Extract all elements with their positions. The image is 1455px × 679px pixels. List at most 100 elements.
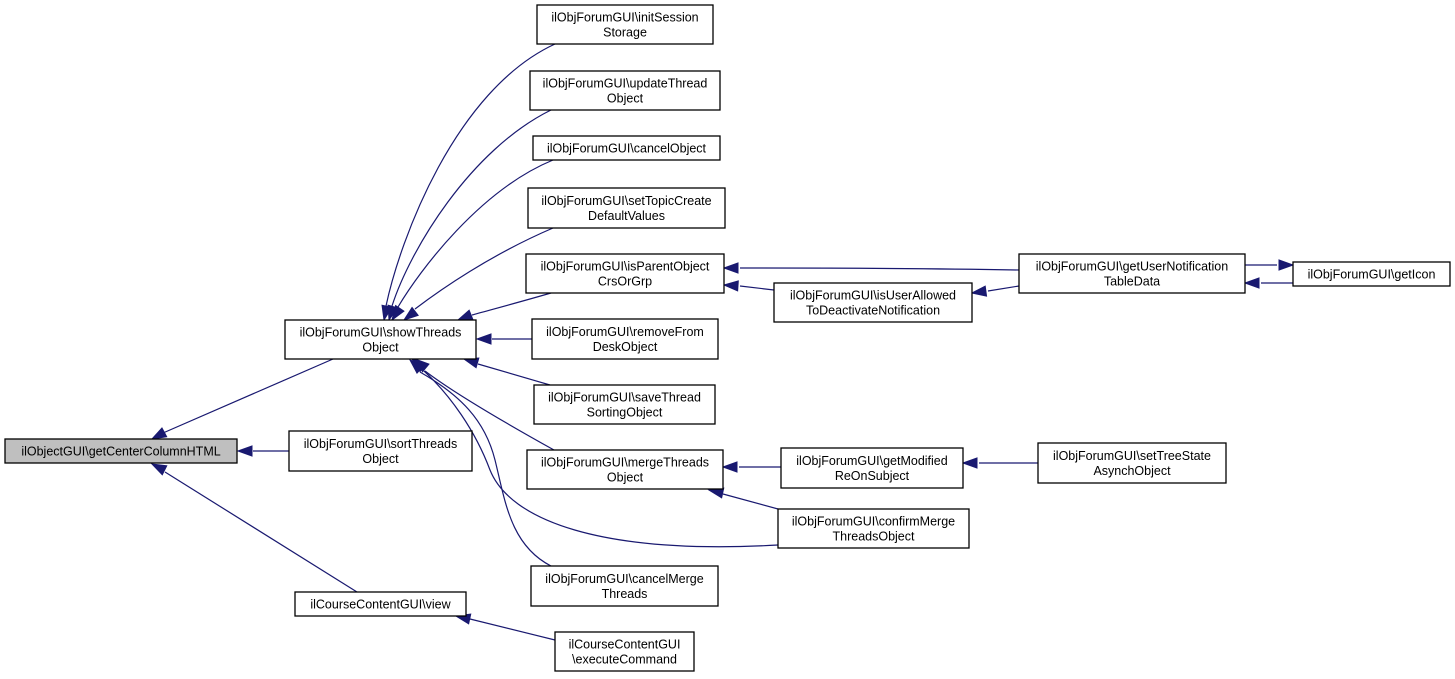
node-box	[294, 591, 467, 617]
edge-sortThreads-to-root	[236, 445, 289, 457]
edge-setTopic-to-showThreads	[402, 227, 554, 321]
edge-executeCommand-to-view	[454, 613, 556, 641]
node-label: Object	[362, 341, 399, 355]
edge-line	[722, 493, 779, 510]
node-box	[284, 319, 477, 360]
node-label: ilObjForumGUI\sortThreads	[304, 437, 458, 451]
edge-getUserNotif-to-isParent	[722, 262, 1020, 274]
edge-line	[397, 159, 554, 308]
edge-setTreeState-to-getModified	[961, 457, 1038, 469]
arrowhead-icon	[970, 285, 988, 297]
node-box	[531, 318, 719, 360]
edge-line	[471, 292, 552, 316]
edge-line	[385, 43, 556, 307]
node-label: ilObjForumGUI\getIcon	[1308, 268, 1436, 282]
arrowhead-icon	[1243, 277, 1260, 289]
node-box	[536, 4, 714, 45]
edge-getUserNotif-to-isUserAllowed	[970, 285, 1020, 297]
node-label: ilObjForumGUI\updateThread	[543, 77, 708, 91]
arrowhead-icon	[408, 359, 425, 374]
node-label: Threads	[602, 587, 648, 601]
node-box	[1292, 261, 1451, 287]
edge-line	[419, 371, 552, 567]
nodes-layer: ilObjectGUI\getCenterColumnHTML ilObjForu…	[4, 4, 1451, 672]
node-label: ThreadsObject	[833, 530, 916, 544]
node-getUserNotif[interactable]: ilObjForumGUI\getUserNotificationTableDa…	[1018, 253, 1246, 294]
node-box	[554, 631, 695, 672]
edge-line	[424, 370, 555, 451]
arrowhead-icon	[722, 262, 739, 274]
arrowhead-icon	[475, 333, 492, 345]
arrowhead-icon	[391, 304, 405, 322]
node-label: ilObjForumGUI\saveThread	[548, 391, 701, 405]
node-box	[288, 430, 473, 472]
edge-cancelObject-to-showThreads	[391, 159, 554, 322]
node-label: ilObjForumGUI\isParentObject	[541, 260, 710, 274]
node-label: ReOnSubject	[835, 469, 910, 483]
node-label: ilObjForumGUI\mergeThreads	[541, 456, 709, 470]
node-label: ilCourseContentGUI	[569, 638, 681, 652]
node-setTopic[interactable]: ilObjForumGUI\setTopicCreateDefaultValue…	[527, 187, 726, 229]
node-label: ilObjForumGUI\removeFrom	[546, 325, 704, 339]
node-label: ilObjForumGUI\initSession	[551, 11, 698, 25]
node-label: DefaultValues	[588, 209, 665, 223]
node-label: ilObjForumGUI\isUserAllowed	[790, 289, 956, 303]
node-label: ilObjectGUI\getCenterColumnHTML	[21, 445, 220, 459]
node-executeCommand[interactable]: ilCourseContentGUI\executeCommand	[554, 631, 695, 672]
edge-isUserAllowed-to-isParent	[722, 280, 775, 292]
node-box	[526, 449, 724, 490]
node-box	[525, 253, 725, 294]
node-label: AsynchObject	[1093, 464, 1171, 478]
edge-view-to-root	[150, 463, 358, 593]
edge-line	[477, 363, 551, 386]
edge-getIcon-to-getUserNotif	[1243, 277, 1293, 289]
arrowhead-icon	[1278, 259, 1295, 271]
arrowhead-icon	[722, 280, 739, 292]
node-label: Storage	[603, 26, 647, 40]
node-label: ilObjForumGUI\getModified	[796, 454, 947, 468]
arrowhead-icon	[150, 463, 168, 476]
edge-line	[469, 618, 556, 641]
node-label: \executeCommand	[572, 653, 677, 667]
edge-isParent-to-showThreads	[456, 292, 552, 321]
node-label: ilObjForumGUI\getUserNotification	[1036, 260, 1228, 274]
node-label: Object	[607, 92, 644, 106]
edges-layer	[150, 43, 1295, 641]
node-box	[773, 282, 973, 323]
node-view[interactable]: ilCourseContentGUI\view	[294, 591, 467, 617]
edge-getModified-to-mergeThreads	[721, 461, 781, 473]
node-label: ilObjForumGUI\cancelObject	[547, 142, 707, 156]
edge-line	[164, 471, 358, 593]
node-getIcon[interactable]: ilObjForumGUI\getIcon	[1292, 261, 1451, 287]
node-label: ilObjForumGUI\showThreads	[300, 326, 462, 340]
node-cancelObject[interactable]: ilObjForumGUI\cancelObject	[532, 135, 721, 161]
node-label: SortingObject	[587, 406, 663, 420]
edge-line	[414, 227, 554, 310]
node-root[interactable]: ilObjectGUI\getCenterColumnHTML	[4, 438, 238, 464]
node-box	[530, 565, 719, 607]
edge-line	[987, 285, 1020, 292]
node-label: ilObjForumGUI\confirmMerge	[792, 515, 955, 529]
arrowhead-icon	[150, 427, 168, 440]
node-isUserAllowed[interactable]: ilObjForumGUI\isUserAllowedToDeactivateN…	[773, 282, 973, 323]
node-box	[529, 70, 721, 111]
node-label: TableData	[1104, 275, 1160, 289]
node-box	[777, 508, 970, 549]
node-box	[1037, 442, 1227, 484]
edge-confirmMerge-to-mergeThreads	[707, 487, 779, 510]
arrowhead-icon	[236, 445, 253, 457]
edge-cancelMerge-to-showThreads	[408, 359, 552, 567]
node-label: Object	[607, 471, 644, 485]
